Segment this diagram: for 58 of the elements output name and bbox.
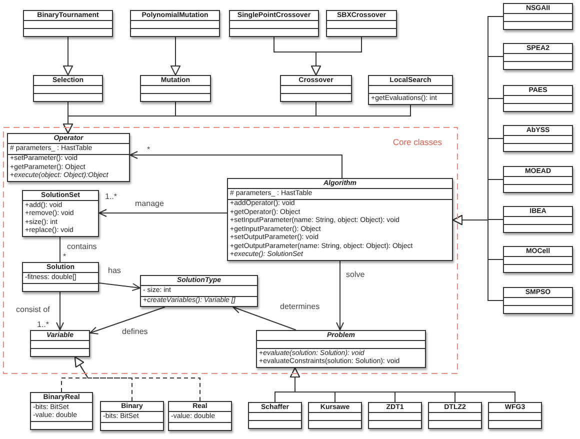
region-title: Core classes [392, 137, 442, 147]
multiplicity-label: * [147, 145, 150, 154]
edge-label: determines [280, 302, 320, 311]
association-arrow [90, 306, 166, 334]
association-arrow [98, 282, 140, 292]
association-arrow [232, 306, 296, 330]
class-box [256, 330, 426, 368]
multiplicity-label: 1..* [105, 192, 118, 201]
class-box [503, 125, 573, 152]
class-box [140, 275, 258, 307]
class-box [30, 392, 93, 430]
class-box [503, 246, 573, 273]
association-arrow [56, 291, 64, 330]
class-box [368, 402, 422, 429]
multiplicity-label: * [63, 252, 66, 261]
class-box [168, 401, 232, 430]
edge-label: consist of [16, 305, 50, 314]
class-box [23, 10, 113, 37]
class-box [100, 401, 164, 430]
class-box [503, 206, 573, 233]
class-box [503, 287, 573, 314]
class-box [503, 43, 573, 70]
realization-arrow [74, 356, 200, 402]
class-box [503, 85, 573, 112]
inheritance-arrow [311, 36, 362, 76]
association-arrow [336, 260, 344, 330]
class-box [280, 75, 352, 102]
class-box [30, 330, 90, 357]
association-arrow [130, 151, 342, 178]
inheritance-arrow [170, 36, 180, 76]
class-box [326, 10, 397, 37]
association-arrow [98, 209, 228, 217]
inheritance-arrow [63, 104, 411, 134]
edge-label: defines [122, 327, 148, 336]
class-box [33, 75, 103, 102]
class-box [248, 402, 302, 429]
inheritance-arrow [290, 368, 516, 402]
multiplicity-label: 1..* [37, 320, 50, 329]
edge-label: has [108, 266, 121, 275]
class-box [227, 178, 453, 261]
class-box [229, 10, 319, 37]
inheritance-arrow [452, 215, 504, 301]
class-box [140, 75, 211, 102]
class-box [503, 3, 573, 30]
class-box [488, 402, 542, 429]
class-box [22, 262, 99, 292]
dashed-region [3, 127, 458, 374]
class-box [7, 133, 130, 182]
edge-label: manage [135, 199, 164, 208]
edge-label: solve [346, 270, 365, 279]
class-box [503, 166, 573, 193]
class-box [368, 75, 453, 104]
class-box [428, 402, 482, 429]
class-box [22, 190, 99, 237]
inheritance-arrow [63, 36, 73, 76]
class-box [308, 402, 362, 429]
class-box [130, 10, 220, 37]
edge-label: contains [67, 242, 97, 251]
